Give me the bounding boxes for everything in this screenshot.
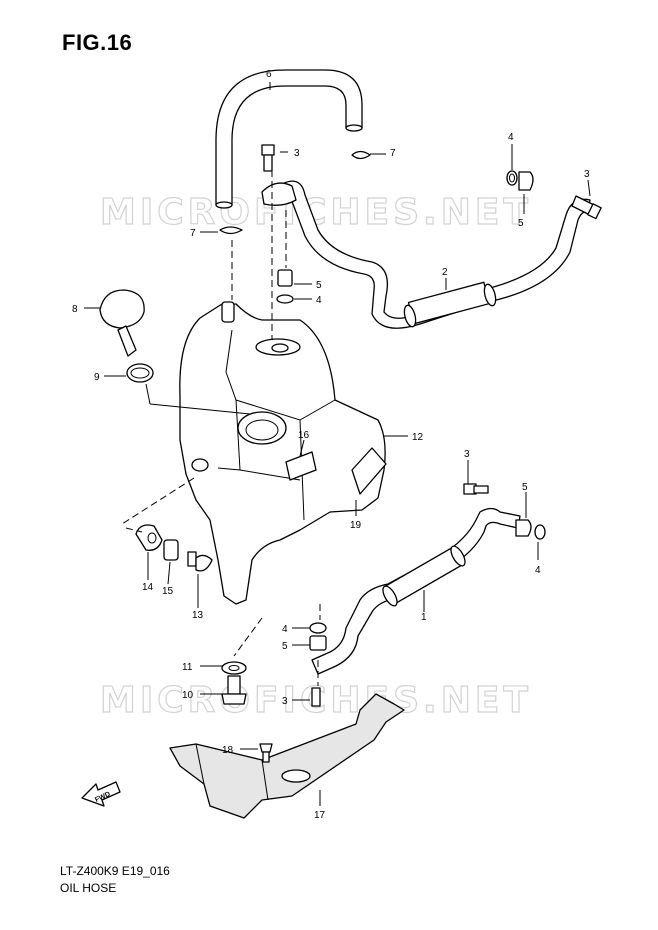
- callout-5: 5: [316, 280, 322, 291]
- part-1-oil-hose[interactable]: [311, 507, 521, 675]
- part-7-clip-top-right[interactable]: [351, 150, 371, 160]
- callout-18: 18: [222, 745, 234, 756]
- part-6-upper-hose[interactable]: [215, 69, 363, 209]
- part-14-cushion[interactable]: [135, 524, 163, 551]
- callout-1: 1: [421, 612, 427, 623]
- part-9-o-ring[interactable]: [126, 363, 154, 383]
- callout-4: 4: [282, 624, 288, 635]
- callout-3: 3: [294, 148, 300, 159]
- part-8-filler-cap[interactable]: [99, 289, 145, 357]
- callout-8: 8: [72, 304, 78, 315]
- callout-5: 5: [282, 641, 288, 652]
- part-3-bolt-top-right[interactable]: [571, 195, 602, 220]
- part-4-washer-top-right[interactable]: [506, 170, 518, 186]
- part-5-union-mid-right[interactable]: [515, 519, 532, 537]
- callout-2: 2: [442, 267, 448, 278]
- figure-title: FIG.16: [62, 30, 133, 55]
- part-16-label-plate[interactable]: [285, 451, 317, 481]
- callout-16: 16: [298, 430, 310, 441]
- callout-5: 5: [518, 218, 524, 229]
- callout-7: 7: [190, 228, 196, 239]
- part-11-washer[interactable]: [221, 661, 247, 675]
- callout-17: 17: [314, 810, 326, 821]
- part-18-clip[interactable]: [259, 743, 273, 763]
- part-3-bolt-top[interactable]: [261, 144, 275, 172]
- callout-3: 3: [464, 449, 470, 460]
- callout-13: 13: [192, 610, 204, 621]
- section-name: OIL HOSE: [60, 881, 117, 895]
- part-12-oil-tank[interactable]: [179, 301, 386, 605]
- callout-14: 14: [142, 582, 154, 593]
- part-4-washer-mid-right[interactable]: [534, 524, 546, 540]
- part-15-collar[interactable]: [163, 539, 179, 561]
- callout-3: 3: [584, 169, 590, 180]
- fwd-arrow-icon: FWD: [81, 781, 121, 807]
- callout-12: 12: [412, 432, 424, 443]
- callout-11: 11: [182, 662, 193, 673]
- callout-4: 4: [508, 132, 514, 143]
- callout-9: 9: [94, 372, 100, 383]
- part-5-union-top-right[interactable]: [518, 171, 534, 191]
- callout-4: 4: [535, 565, 541, 576]
- part-2-oil-hose[interactable]: [261, 180, 591, 329]
- part-4-washer-mid[interactable]: [276, 294, 294, 304]
- part-3-bolt-mid-right[interactable]: [463, 483, 489, 495]
- callout-4: 4: [316, 295, 322, 306]
- callout-5: 5: [522, 482, 528, 493]
- model-code: LT-Z400K9 E19_016: [60, 864, 170, 878]
- part-7-clip-left[interactable]: [219, 226, 243, 235]
- part-17-skid-plate[interactable]: [169, 693, 405, 819]
- callout-19: 19: [350, 520, 362, 531]
- callout-10: 10: [182, 690, 194, 701]
- callout-labels: 6 3 7 7 4 5 3 2 5 4 8 9 12 16 19 3 5 4 1…: [72, 69, 590, 821]
- part-5-union-lower[interactable]: [309, 635, 327, 651]
- callout-6: 6: [266, 69, 272, 80]
- callout-7: 7: [390, 148, 396, 159]
- part-3-bolt-lower[interactable]: [311, 687, 321, 707]
- part-5-union-mid[interactable]: [277, 269, 293, 287]
- leader-lines: [84, 82, 591, 806]
- part-4-washer-lower[interactable]: [309, 622, 327, 634]
- part-10-drain-bolt[interactable]: [221, 675, 247, 705]
- part-19-label[interactable]: [351, 447, 387, 495]
- callout-3: 3: [282, 696, 288, 707]
- callout-15: 15: [162, 586, 174, 597]
- part-13-bolt[interactable]: [187, 551, 213, 572]
- watermark-top: MICROFICHES.NET: [100, 192, 532, 233]
